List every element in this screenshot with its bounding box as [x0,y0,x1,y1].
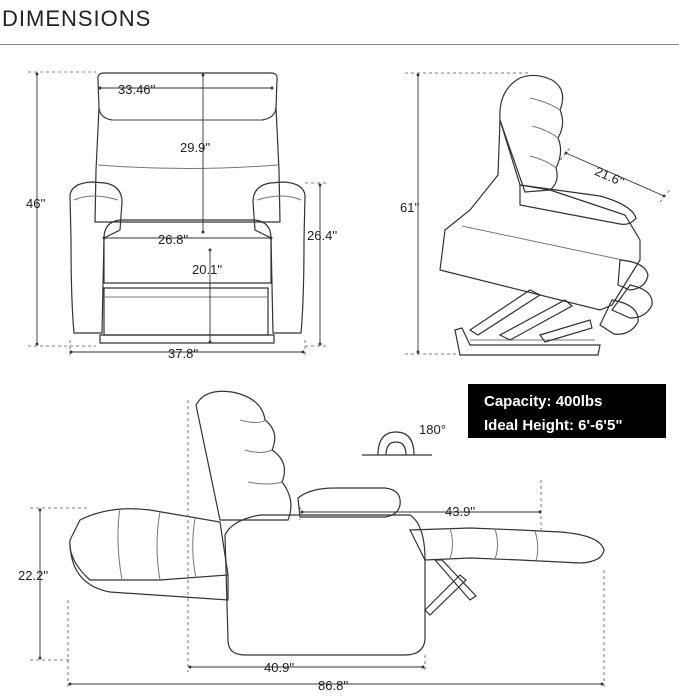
front-total-height-label: 46'' [26,196,45,211]
recline-view-chair [69,390,605,656]
recline-view-dimension-lines [30,400,605,690]
front-arm-height-label: 26.4'' [307,228,337,243]
front-seat-height-label: 20.1'' [192,262,222,277]
recline-total-length-label: 86.8'' [318,678,348,693]
spec-box: Capacity: 400lbs Ideal Height: 6'-6'5" [468,384,666,438]
lift-total-height-label: 61'' [400,200,419,215]
front-view-dimension-lines [28,71,326,358]
recline-leg-extension-label: 43.9'' [445,504,475,519]
front-back-height-label: 29.9'' [180,140,210,155]
recline-base-depth-label: 40.9'' [264,660,294,675]
lift-view-dimension-lines [405,72,671,355]
capacity-spec: Capacity: 400lbs [484,393,603,410]
front-view-chair [69,72,306,344]
page-title: DIMENSIONS [2,6,152,31]
front-width-top-label: 33.46'' [118,82,156,97]
recline-rotation-label: 180° [419,422,446,437]
recline-seat-height-label: 22.2'' [18,568,48,583]
front-total-width-label: 37.8'' [168,346,198,361]
lift-seat-depth-label: 21.6'' [593,163,627,189]
title-divider [0,44,679,45]
front-seat-width-label: 26.8'' [158,232,188,247]
lift-view-chair [439,74,653,356]
ideal-height-spec: Ideal Height: 6'-6'5" [484,417,623,434]
